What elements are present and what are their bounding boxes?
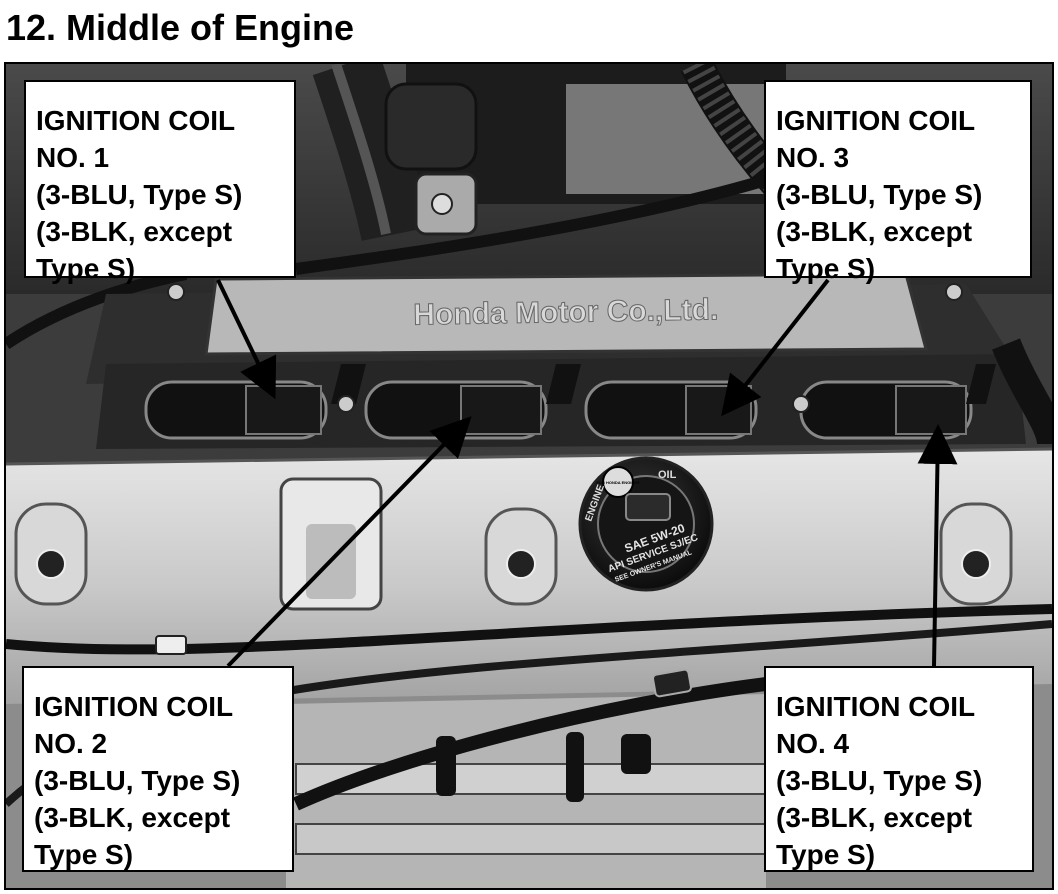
coil-3-shape (584, 380, 758, 440)
callout-ignition-coil-3: IGNITION COIL NO. 3 (3-BLU, Type S) (3-B… (764, 80, 1032, 284)
callout-line: IGNITION COIL (34, 691, 234, 722)
callout-line: IGNITION COIL (776, 105, 976, 136)
callout-line: NO. 2 (34, 728, 108, 759)
callout-line: (3-BLK, except (776, 216, 973, 247)
callout-line: NO. 3 (776, 142, 850, 173)
page-title: 12. Middle of Engine (6, 7, 355, 48)
callout-line: Type S) (776, 839, 876, 870)
callout-line: Type S) (776, 253, 876, 284)
oil-cap-badge-text: FOR HONDA ENGINES (596, 480, 640, 485)
oil-filler-cap: ENGINE OIL FOR HONDA ENGINES SAE 5W-20 A… (578, 456, 714, 592)
callout-line: NO. 4 (776, 728, 850, 759)
coil-1-shape (144, 380, 328, 440)
callout-line: Type S) (36, 253, 136, 284)
callout-ignition-coil-4: IGNITION COIL NO. 4 (3-BLU, Type S) (3-B… (764, 666, 1034, 872)
callout-line: (3-BLK, except (36, 216, 233, 247)
callout-line: (3-BLU, Type S) (776, 765, 983, 796)
callout-line: Type S) (34, 839, 134, 870)
callout-line: NO. 1 (36, 142, 110, 173)
coil-2-shape (364, 380, 548, 440)
callout-line: IGNITION COIL (776, 691, 976, 722)
callout-line: (3-BLK, except (34, 802, 231, 833)
callout-ignition-coil-2: IGNITION COIL NO. 2 (3-BLU, Type S) (3-B… (22, 666, 294, 872)
valve-cover-text: Honda Motor Co.,Ltd. (413, 293, 718, 331)
callout-line: (3-BLK, except (776, 802, 973, 833)
callout-line: (3-BLU, Type S) (36, 179, 243, 210)
callout-line: (3-BLU, Type S) (34, 765, 241, 796)
coil-4-shape (799, 380, 973, 440)
callout-line: (3-BLU, Type S) (776, 179, 983, 210)
oil-cap-oil-text: OIL (658, 469, 677, 481)
callout-line: IGNITION COIL (36, 105, 236, 136)
callout-ignition-coil-1: IGNITION COIL NO. 1 (3-BLU, Type S) (3-B… (24, 80, 296, 284)
